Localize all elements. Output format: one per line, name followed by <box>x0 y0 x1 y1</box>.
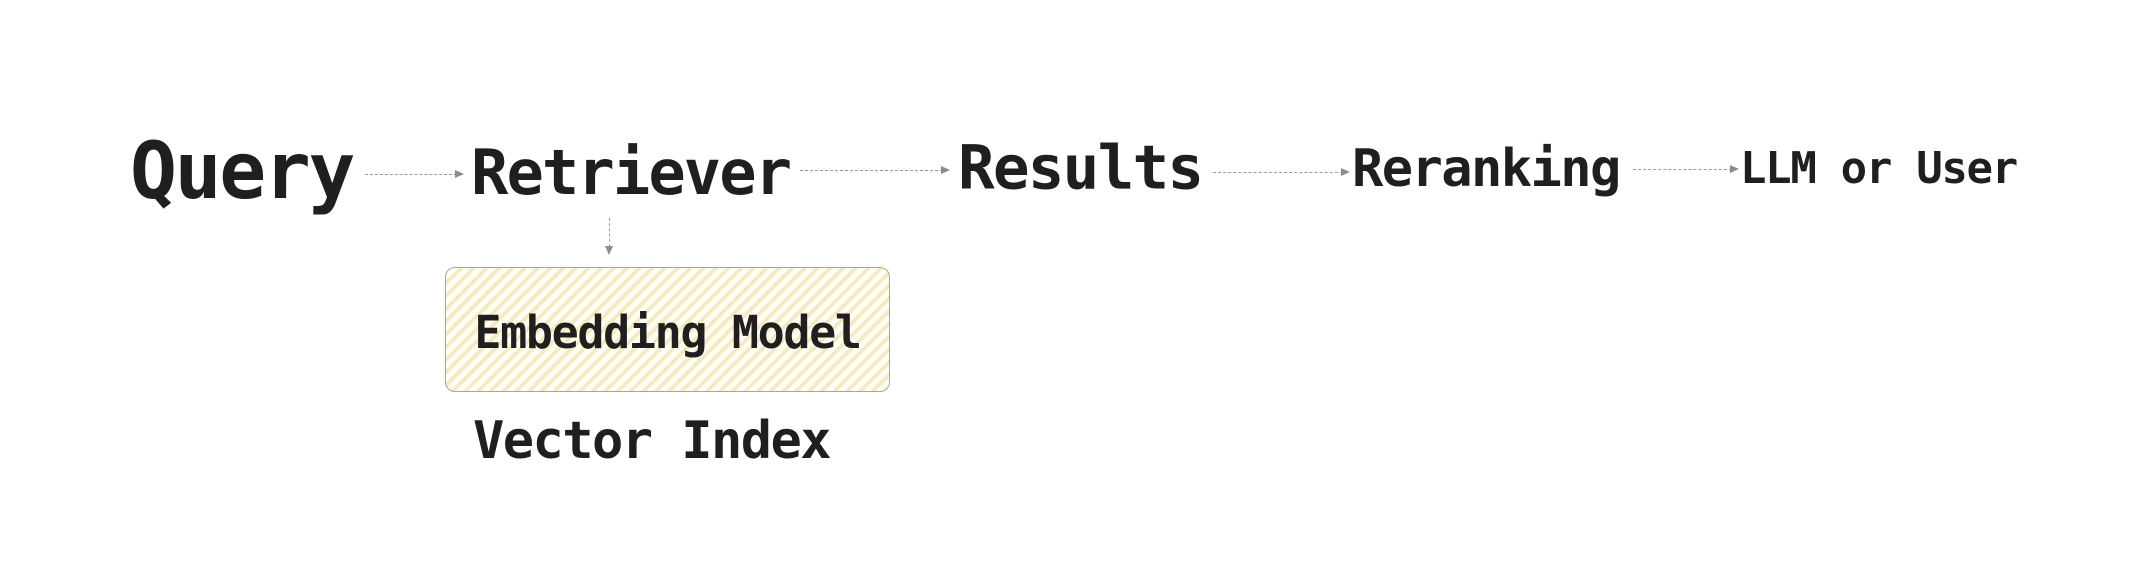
connector-retriever-to-results-arrow <box>800 166 950 174</box>
node-reranking: Reranking <box>1352 139 1621 199</box>
node-retriever: Retriever <box>471 136 792 209</box>
vector-index-label: Vector Index <box>473 411 832 471</box>
connector-results-to-reranking-arrow <box>1213 168 1350 176</box>
connector-reranking-to-llm-arrow <box>1633 165 1739 173</box>
embedding-model-box: Embedding Model <box>445 267 890 392</box>
node-results: Results <box>958 132 1204 204</box>
embedding-model-label: Embedding Model <box>474 306 861 359</box>
node-query: Query <box>130 127 355 217</box>
node-llm-or-user: LLM or User <box>1740 143 2018 194</box>
connector-retriever-to-embedding-model-arrow <box>605 218 613 255</box>
connector-query-to-retriever-arrow <box>365 170 464 178</box>
